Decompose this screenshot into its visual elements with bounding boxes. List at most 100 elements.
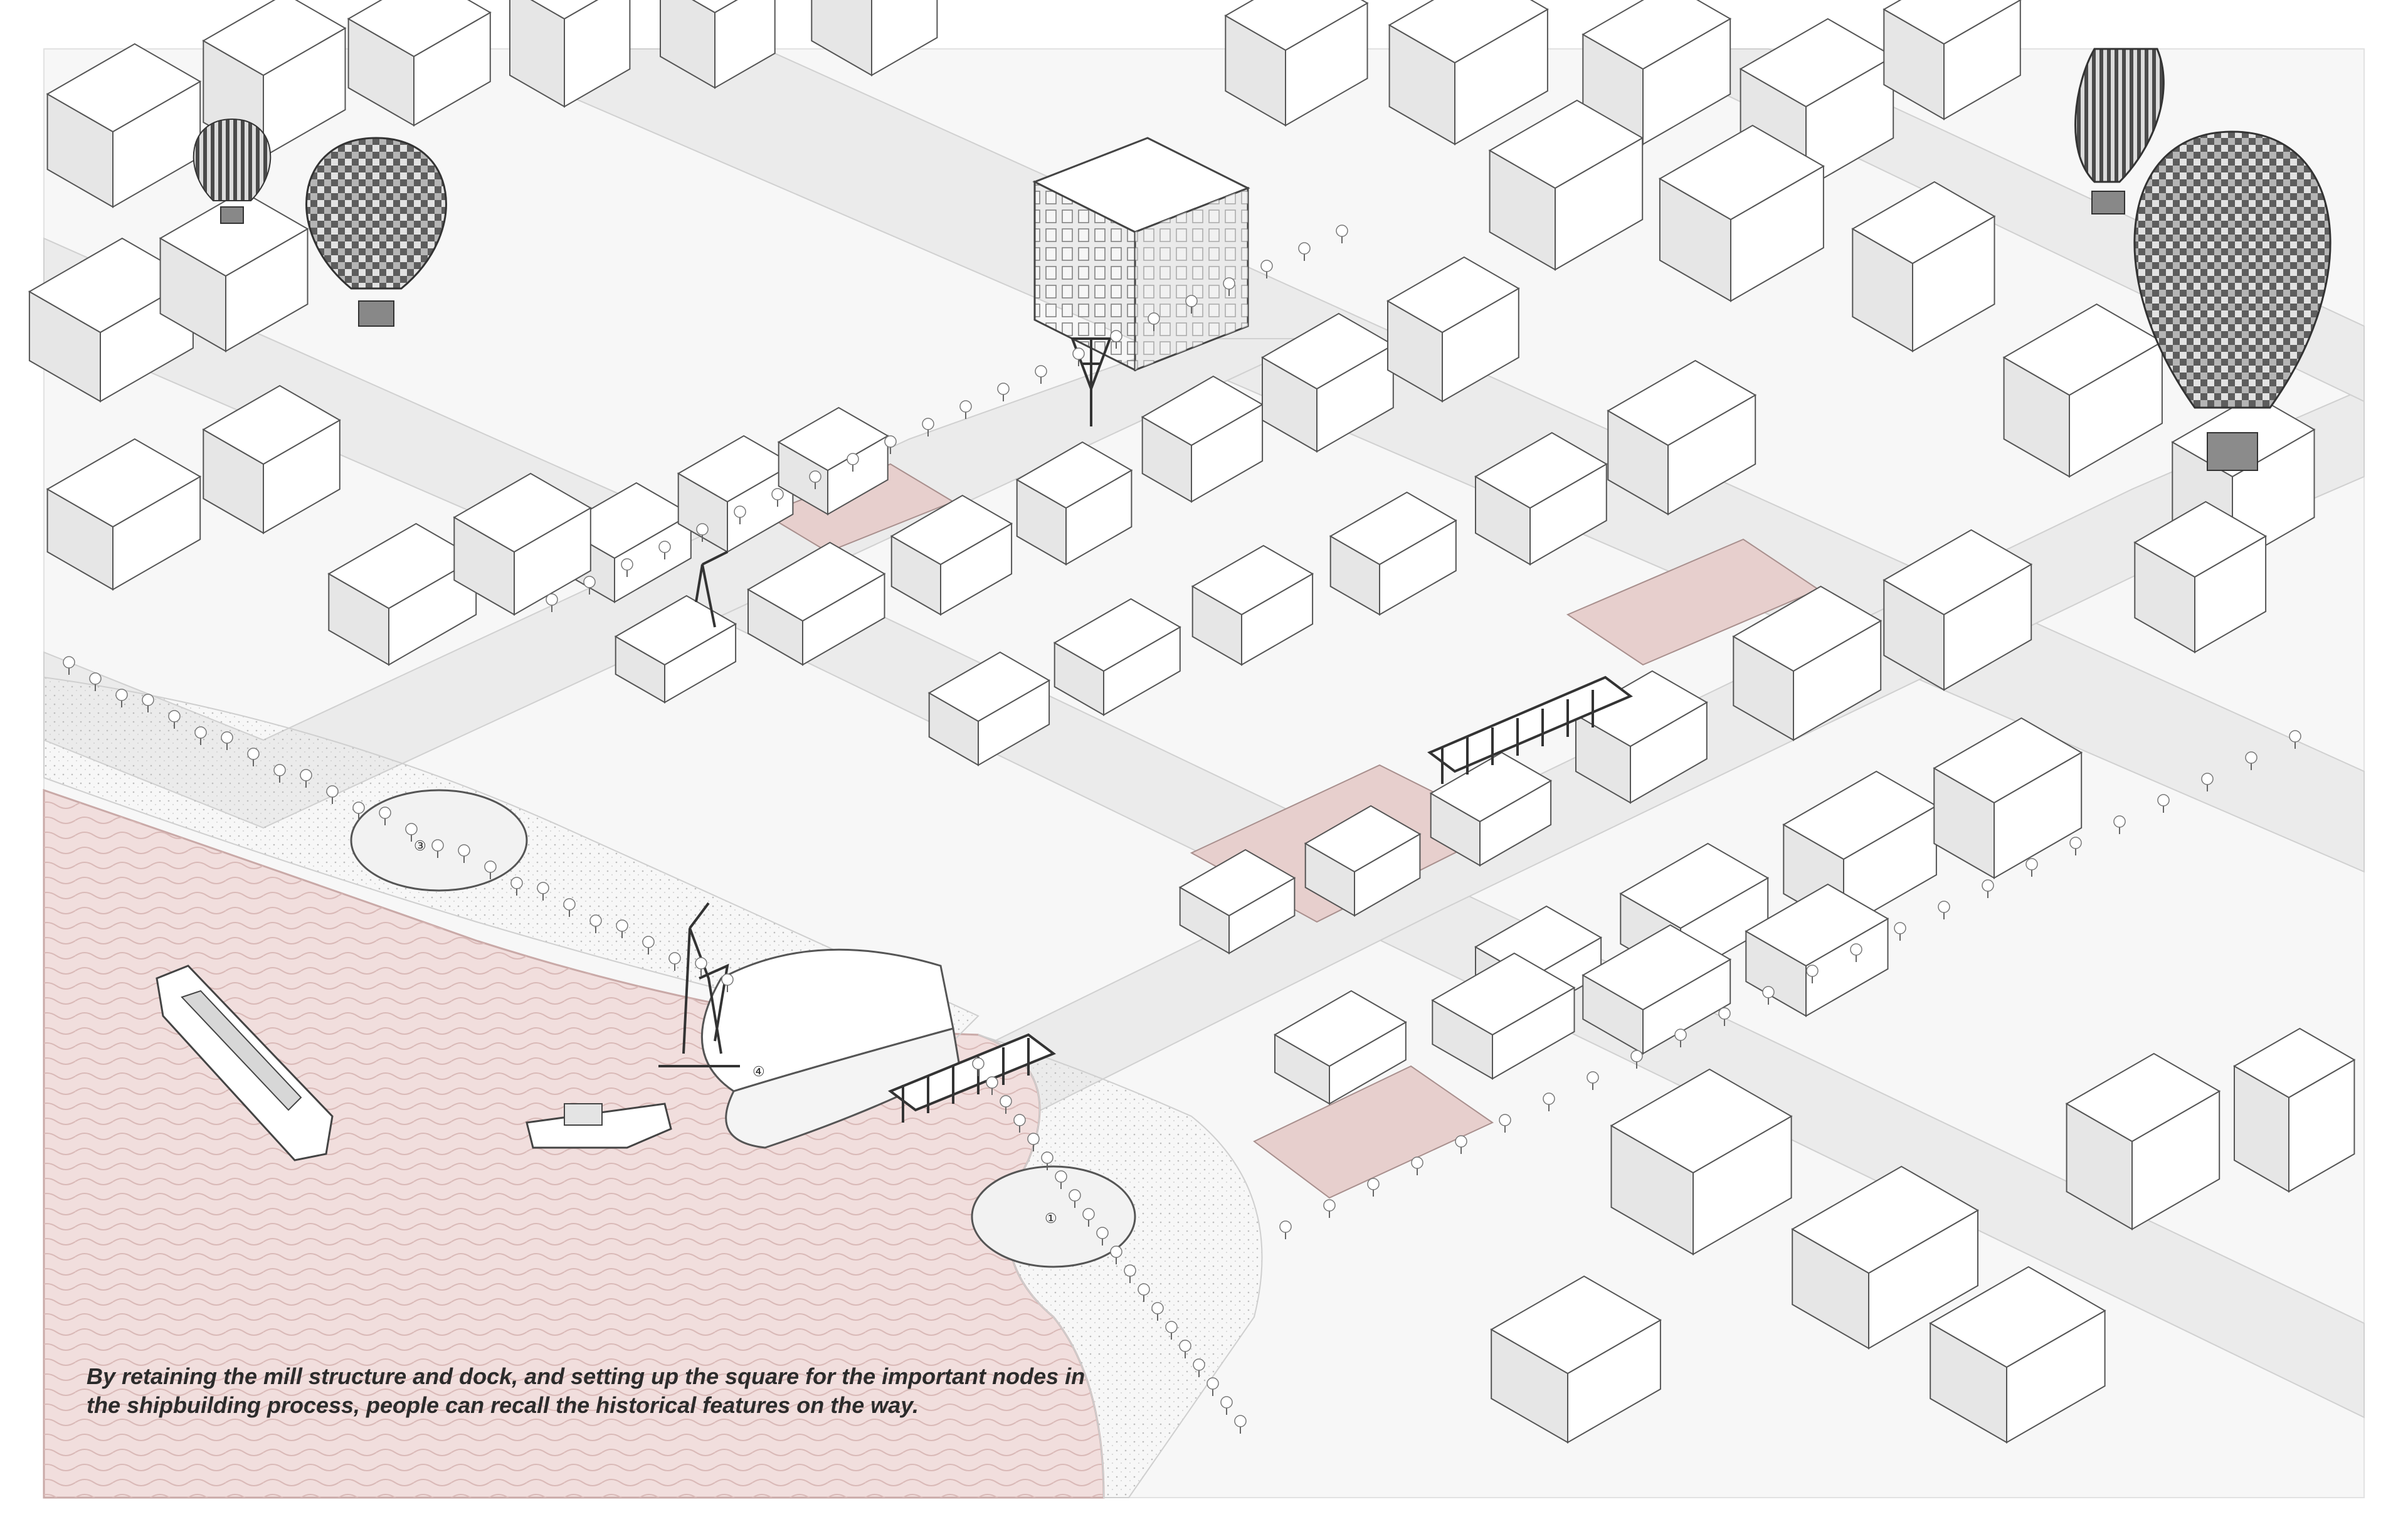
building-face [1745, 883, 1889, 967]
tree-crown [1323, 1199, 1336, 1212]
tree-crown [247, 748, 260, 760]
tree-crown [1806, 965, 1819, 977]
riverside-garden [978, 1034, 1263, 1498]
tree-crown [1110, 330, 1122, 342]
building-face [1015, 441, 1133, 509]
building-face [202, 384, 341, 465]
tree-crown [510, 877, 523, 889]
square-1 [971, 1165, 1136, 1268]
tree-crown [1938, 901, 1950, 913]
tree-crown [1013, 1114, 1026, 1126]
building-face [1851, 181, 1996, 265]
tree-crown [484, 860, 497, 873]
building-face [327, 522, 478, 610]
building-face [1943, 0, 2021, 120]
tree-crown [583, 576, 596, 588]
public-plazas [350, 463, 1820, 1268]
tree-crown [642, 936, 655, 948]
tree-crown [63, 656, 75, 669]
tree-crown [563, 898, 576, 911]
building-face [1260, 312, 1395, 390]
building-face [453, 472, 592, 553]
tree-crown [300, 769, 312, 781]
marker-square-3: ③ [414, 838, 426, 854]
building-face [1273, 990, 1407, 1067]
tree-crown [1110, 1245, 1122, 1258]
building-face [1607, 359, 1757, 447]
tree-crown [1124, 1264, 1136, 1277]
tree-crown [1411, 1156, 1423, 1169]
building-face [1933, 717, 2083, 804]
building-face [2232, 1027, 2356, 1099]
building-face [1883, 0, 2022, 45]
building-face [1053, 598, 1181, 672]
hot-air-balloon-small-left [193, 118, 272, 224]
tree-crown [379, 807, 391, 819]
building-face [1782, 770, 1938, 860]
tree-crown [1499, 1114, 1511, 1126]
tree-crown [1072, 347, 1085, 360]
tree-crown [1041, 1151, 1054, 1164]
tree-crown [2201, 773, 2214, 785]
tree-crown [1193, 1358, 1205, 1371]
tree-crown [1165, 1321, 1178, 1333]
building-face [1474, 431, 1608, 509]
tree-crown [1543, 1092, 1555, 1105]
building-face [202, 0, 347, 77]
tree-crown [621, 558, 633, 571]
tree-crown [734, 505, 746, 518]
building-face [1883, 529, 2033, 616]
tree-crown [1630, 1050, 1643, 1062]
tree-crown [986, 1076, 998, 1089]
tree-crown [1894, 922, 1906, 934]
hot-air-balloon-large-left [305, 137, 447, 327]
building-face [1732, 585, 1883, 672]
tree-crown [458, 844, 470, 857]
tree-crown [89, 672, 102, 685]
tree-crown [352, 801, 365, 814]
tree-crown [142, 694, 154, 706]
building-face [1739, 18, 1895, 108]
tree-crown [695, 957, 707, 970]
building-face [1490, 1275, 1662, 1375]
building-face [1141, 375, 1264, 447]
tree-crown [721, 973, 734, 986]
tree-crown [1069, 1189, 1081, 1202]
building-face [530, 0, 599, 20]
tree-crown [1138, 1283, 1150, 1296]
office-tower [1032, 137, 1250, 372]
building-face [1488, 99, 1644, 189]
tree-crown [1096, 1227, 1109, 1239]
caption-text: By retaining the mill structure and dock… [87, 1363, 1085, 1418]
building-face [1386, 256, 1520, 334]
tree-crown [1279, 1220, 1292, 1233]
tree-crown [1336, 225, 1348, 237]
building-face [1224, 0, 1369, 51]
tree-crown [1762, 986, 1775, 998]
tree-crown [1027, 1133, 1040, 1145]
building-face [564, 0, 631, 108]
hot-air-balloon-top-right [2074, 48, 2165, 214]
tree-crown [1082, 1208, 1095, 1220]
tree-crown [2157, 794, 2170, 807]
tree-crown [972, 1057, 985, 1070]
tree-crown [922, 418, 934, 430]
tree-crown [1587, 1071, 1599, 1084]
building-face [1431, 952, 1576, 1036]
tree-crown [1223, 277, 1235, 290]
building-face [1329, 491, 1457, 566]
building-face [1304, 805, 1422, 873]
tree-crown [997, 383, 1010, 395]
tree-crown [1850, 943, 1862, 956]
tree-crown [326, 785, 339, 798]
building-face [1791, 1165, 1980, 1274]
tree-crown [2113, 815, 2126, 828]
tree-crown [1148, 312, 1160, 325]
tree-crown [221, 731, 233, 744]
tree-crown [1185, 295, 1198, 307]
building-face [2065, 1052, 2221, 1143]
tree-crown [668, 952, 681, 965]
building-face [1929, 1266, 2106, 1368]
